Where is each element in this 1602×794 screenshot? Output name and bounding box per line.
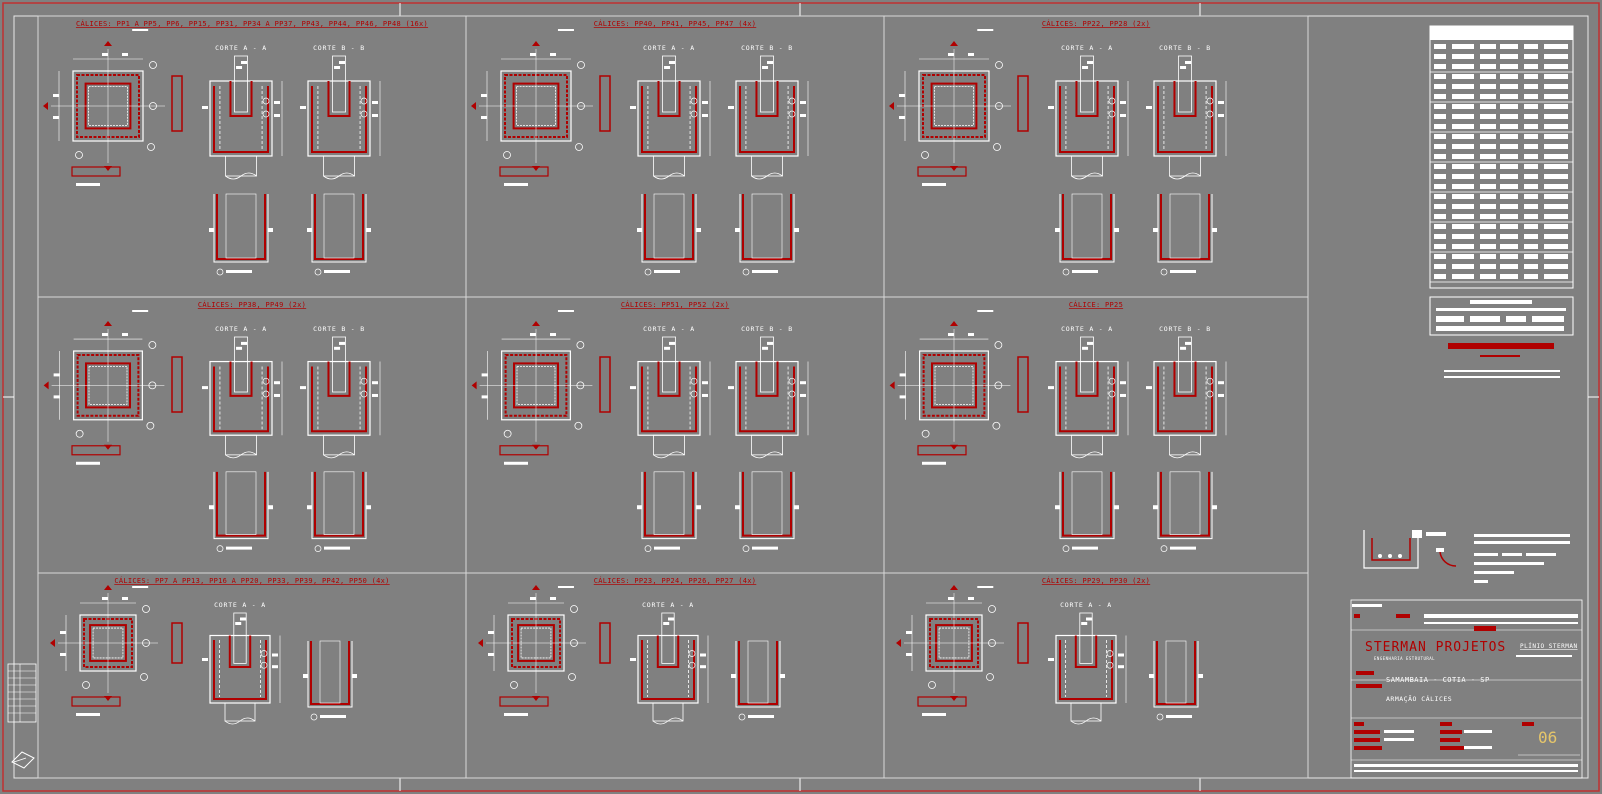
section-label-a: CORTE A - A — [215, 325, 267, 333]
section-label-a: CORTE A - A — [643, 325, 695, 333]
company-subtitle: ENGENHARIA ESTRUTURAL — [1374, 656, 1435, 661]
signature-name: PLÍNIO STERMAN — [1520, 642, 1578, 650]
project-location: SAMAMBAIA - COTIA - SP — [1386, 676, 1490, 684]
section-label-a: CORTE A - A — [1061, 325, 1113, 333]
title-block: STERMAN PROJETOS ENGENHARIA ESTRUTURAL P… — [1350, 599, 1583, 779]
section-label-a: CORTE A - A — [642, 601, 694, 609]
footing-panel: CÁLICES: PP7 A PP13, PP16 A PP20, PP33, … — [50, 576, 389, 725]
footing-panel: CÁLICES: PP1 A PP5, PP6, PP15, PP31, PP3… — [43, 19, 428, 276]
footing-panel: CÁLICES: PP40, PP41, PP45, PP47 (4x) CORT… — [471, 19, 809, 276]
steel-totals-table — [1429, 296, 1574, 378]
panel-title: CÁLICES: PP23, PP24, PP26, PP27 (4x) — [594, 576, 757, 585]
drawing-title: ARMAÇÃO CÁLICES — [1386, 694, 1452, 703]
rebar-detail — [1363, 530, 1570, 583]
panel-title: CÁLICES: PP29, PP30 (2x) — [1042, 576, 1150, 585]
panel-title: CÁLICES: PP40, PP41, PP45, PP47 (4x) — [594, 19, 757, 28]
panel-title: CÁLICES: PP38, PP49 (2x) — [198, 300, 306, 309]
frame-ticks — [3, 3, 1599, 791]
orientation-stamp-icon — [11, 751, 35, 769]
footing-panel: CÁLICES: PP29, PP30 (2x) CORTE A - A — [896, 576, 1203, 725]
section-label-b: CORTE B - B — [1159, 44, 1211, 52]
section-label-a: CORTE A - A — [215, 44, 267, 52]
section-label-b: CORTE B - B — [741, 325, 793, 333]
sheet-number: 06 — [1538, 728, 1557, 747]
footing-panel: CÁLICES: PP38, PP49 (2x) CORTE A - A CORTE… — [43, 300, 381, 552]
panel-title: CÁLICES: PP51, PP52 (2x) — [621, 300, 729, 309]
footing-panel: CÁLICES: PP22, PP28 (2x) CORTE A - A CORTE… — [889, 19, 1227, 276]
revision-table — [7, 663, 37, 723]
company-name: STERMAN PROJETOS — [1365, 640, 1506, 655]
section-label-b: CORTE B - B — [741, 44, 793, 52]
section-label-a: CORTE A - A — [643, 44, 695, 52]
section-label-b: CORTE B - B — [313, 44, 365, 52]
footing-panel: CÁLICES: PP23, PP24, PP26, PP27 (4x) CORT… — [478, 576, 785, 725]
section-label-b: CORTE B - B — [1159, 325, 1211, 333]
panel-title: CÁLICES: PP1 A PP5, PP6, PP15, PP31, PP3… — [76, 19, 428, 28]
panel-layer: CÁLICES: PP1 A PP5, PP6, PP15, PP31, PP3… — [43, 19, 1227, 725]
panel-title: CÁLICE: PP25 — [1069, 300, 1123, 309]
panel-title: CÁLICES: PP7 A PP13, PP16 A PP20, PP33, … — [114, 576, 389, 585]
panel-grid — [37, 15, 1309, 779]
footing-panel: CÁLICES: PP51, PP52 (2x) CORTE A - A CORTE… — [471, 300, 809, 552]
steel-summary-table — [1429, 25, 1574, 289]
section-label-a: CORTE A - A — [1061, 44, 1113, 52]
section-label-a: CORTE A - A — [214, 601, 266, 609]
section-label-b: CORTE B - B — [313, 325, 365, 333]
section-label-a: CORTE A - A — [1060, 601, 1112, 609]
panel-title: CÁLICES: PP22, PP28 (2x) — [1042, 19, 1150, 28]
